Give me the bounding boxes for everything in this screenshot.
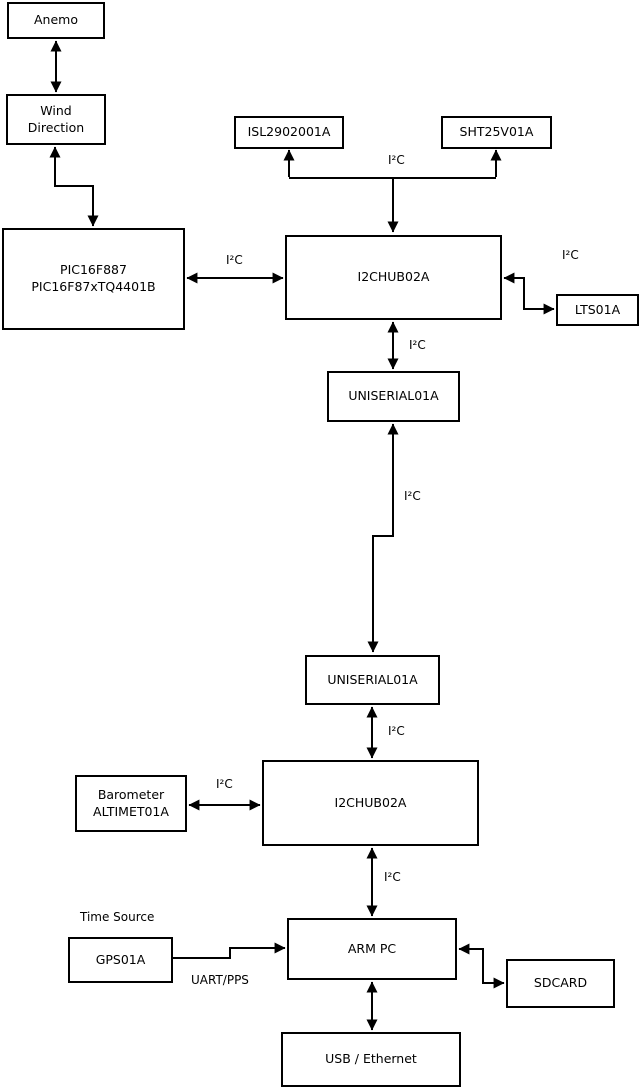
node-anemometer: Anemo [7,2,105,39]
node-gps01a: GPS01A [68,937,173,983]
node-i2chub-top: I2CHUB02A [285,235,502,320]
node-lts01a: LTS01A [556,294,639,326]
edge-label-uart-pps: UART/PPS [191,973,249,987]
node-isl2902001a: ISL2902001A [234,116,344,149]
node-wind-direction: Wind Direction [6,94,106,145]
node-usb-ethernet: USB / Ethernet [281,1032,461,1087]
edge-label-i2c-pic-hub: I²C [226,253,243,267]
node-sht25v01a: SHT25V01A [441,116,552,149]
edge-label-i2c-hub-lts: I²C [562,248,579,262]
node-uniserial-top: UNISERIAL01A [327,371,460,422]
node-uniserial-bottom: UNISERIAL01A [305,655,440,705]
node-i2chub-bottom: I2CHUB02A [262,760,479,846]
edge-label-i2c-barometer: I²C [216,777,233,791]
edge-label-i2c-hub-uniserial: I²C [409,338,426,352]
edge-label-i2c-uniserial-link: I²C [404,489,421,503]
edge-label-i2c-uniserial-hub2: I²C [388,724,405,738]
edge-label-i2c-hub2-armpc: I²C [384,870,401,884]
node-pic-microcontroller: PIC16F887 PIC16F87xTQ4401B [2,228,185,330]
node-barometer-altimet01a: Barometer ALTIMET01A [75,775,187,832]
node-arm-pc: ARM PC [287,918,457,980]
node-sdcard: SDCARD [506,959,615,1008]
edge-label-i2c-sensor-bus: I²C [388,153,405,167]
annotation-time-source: Time Source [80,910,155,924]
